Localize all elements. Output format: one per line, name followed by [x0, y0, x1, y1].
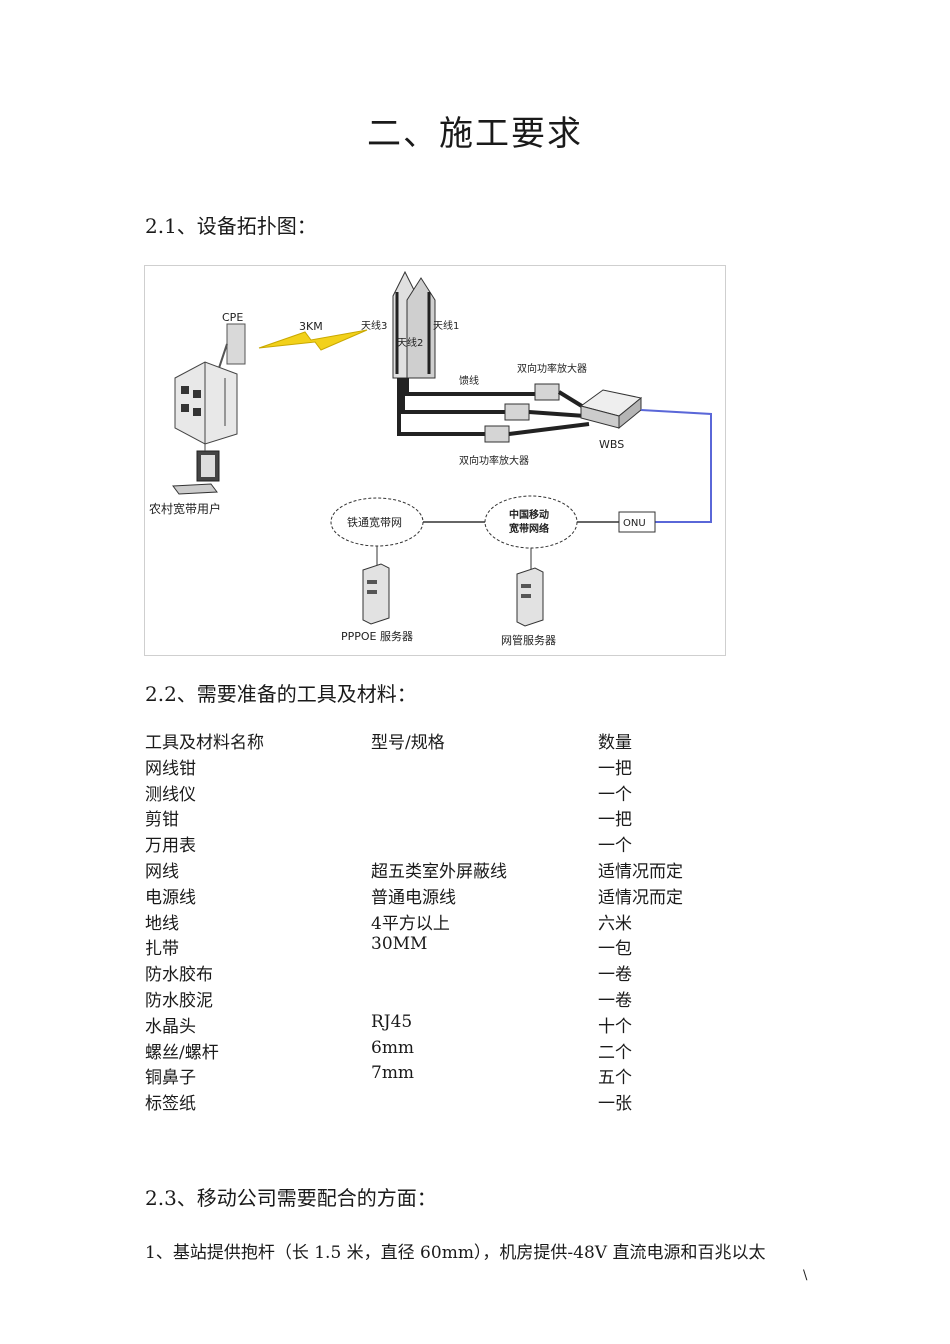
cell-name: 网线	[145, 861, 179, 882]
cell-name: 水晶头	[145, 1016, 196, 1037]
cell-qty: 一把	[598, 758, 632, 779]
column-header-qty: 数量	[598, 733, 632, 753]
tietong-label: 铁通宽带网	[347, 515, 402, 529]
cell-name: 螺丝/螺杆	[145, 1042, 219, 1063]
nms-server-icon	[516, 567, 544, 627]
cell-qty: 五个	[598, 1068, 632, 1089]
section-heading-tools: 2.2、需要准备的工具及材料：	[145, 682, 417, 706]
amplifier-bottom-label: 双向功率放大器	[459, 454, 529, 467]
onu-label: ONU	[623, 518, 646, 529]
cell-spec: 4平方以上	[371, 913, 450, 934]
cell-name: 地线	[145, 913, 179, 934]
cell-name: 防水胶布	[145, 965, 213, 986]
amp-to-wbs-cables	[508, 390, 590, 436]
cell-qty: 一个	[598, 784, 632, 805]
cell-name: 网线钳	[145, 758, 196, 779]
computer-icon	[172, 450, 220, 495]
section-heading-cooperation: 2.3、移动公司需要配合的方面：	[145, 1186, 437, 1210]
wbs-label: WBS	[599, 438, 624, 451]
cmcc-label-line1: 中国移动	[509, 508, 549, 521]
onu-icon	[618, 511, 656, 533]
feeder-label: 馈线	[459, 374, 479, 387]
cell-qty: 一卷	[598, 965, 632, 986]
distance-label: 3KM	[299, 320, 323, 333]
nms-label: 网管服务器	[501, 633, 556, 647]
cell-spec: 普通电源线	[371, 887, 456, 908]
cell-spec: 30MM	[371, 934, 428, 955]
antenna1-label: 天线1	[433, 319, 459, 332]
cell-qty: 适情况而定	[598, 861, 683, 882]
cell-name: 剪钳	[145, 810, 179, 831]
cell-name: 防水胶泥	[145, 990, 213, 1011]
page-mark: \	[803, 1268, 808, 1283]
amplifier-top-label: 双向功率放大器	[517, 362, 587, 375]
paragraph: 1、基站提供抱杆（长 1.5 米，直径 60mm），机房提供-48V 直流电源和…	[145, 1243, 766, 1263]
cell-qty: 一包	[598, 939, 632, 960]
antenna3-label: 天线3	[361, 319, 387, 332]
cell-qty: 一卷	[598, 990, 632, 1011]
fiber-link	[640, 409, 712, 523]
wireless-link-icon	[258, 329, 368, 351]
section-heading-topology: 2.1、设备拓扑图：	[145, 214, 317, 238]
antenna2-label: 天线2	[397, 336, 423, 349]
cell-qty: 十个	[598, 1016, 632, 1037]
cell-name: 电源线	[145, 887, 196, 908]
cell-name: 测线仪	[145, 784, 196, 805]
page-title: 二、施工要求	[367, 114, 583, 154]
building-icon	[174, 361, 238, 445]
cell-spec: 7mm	[371, 1063, 415, 1084]
rural-user-label: 农村宽带用户	[149, 501, 221, 516]
cmcc-label-line2: 宽带网络	[508, 522, 549, 535]
cell-spec: 6mm	[371, 1037, 415, 1058]
cell-spec: RJ45	[371, 1011, 413, 1032]
cell-spec: 超五类室外屏蔽线	[371, 861, 507, 882]
column-header-name: 工具及材料名称	[145, 733, 264, 753]
cell-qty: 六米	[598, 913, 632, 934]
cell-qty: 适情况而定	[598, 887, 683, 908]
cell-qty: 一个	[598, 836, 632, 857]
antenna-tower-icon	[392, 270, 436, 379]
cell-qty: 二个	[598, 1042, 632, 1063]
cell-name: 标签纸	[145, 1094, 196, 1115]
cell-name: 铜鼻子	[145, 1068, 196, 1089]
feeder-cables	[397, 378, 535, 436]
cell-qty: 一张	[598, 1094, 632, 1115]
pppoe-label: PPPOE 服务器	[341, 630, 413, 643]
cmcc-network-cloud-icon	[484, 495, 578, 549]
amplifier-icon	[484, 383, 560, 443]
cell-qty: 一把	[598, 810, 632, 831]
column-header-spec: 型号/规格	[371, 733, 445, 753]
cpe-icon	[218, 323, 246, 369]
cell-name: 万用表	[145, 836, 196, 857]
cell-name: 扎带	[145, 939, 179, 960]
topology-diagram: CPE 3KM 天线3 天线1 天线2 馈线	[144, 265, 726, 656]
pppoe-server-icon	[362, 563, 390, 625]
wbs-icon	[579, 389, 643, 430]
cpe-label: CPE	[222, 311, 243, 324]
